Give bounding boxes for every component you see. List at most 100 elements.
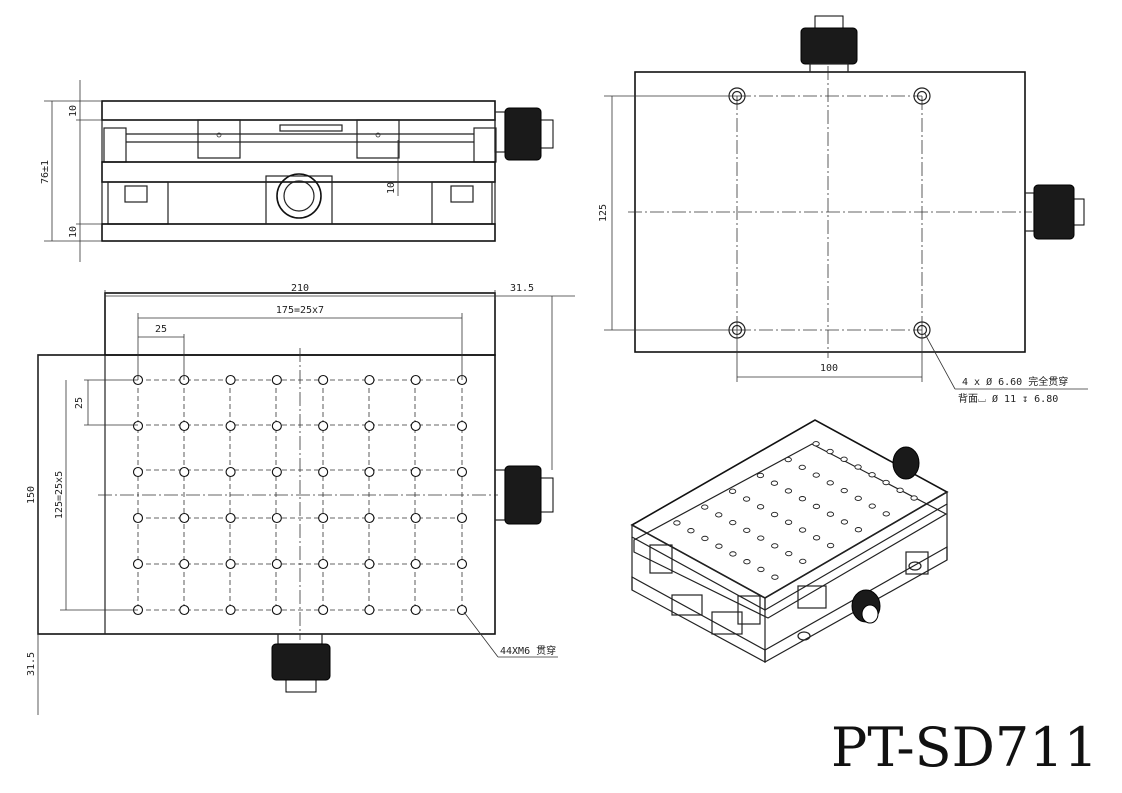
iso-hole — [743, 559, 751, 565]
iso-hole — [812, 441, 820, 447]
iso-hole — [701, 504, 709, 510]
bottom-view-top-knob-icon — [800, 15, 858, 73]
bottom-view: 125 100 4 x Ø 6.60 完全贯穿 背面⌴ Ø 11 ↧ 6.80 — [598, 15, 1088, 405]
iso-knob-front-icon — [851, 589, 881, 624]
bottom-dim-width: 100 — [820, 363, 838, 374]
mounting-hole — [271, 466, 282, 478]
iso-hole — [743, 527, 751, 534]
side-knob-icon — [494, 107, 554, 161]
mounting-hole — [318, 558, 329, 570]
mounting-hole — [225, 374, 236, 386]
mounting-hole — [179, 604, 190, 616]
iso-hole — [784, 488, 793, 494]
mounting-hole — [179, 420, 190, 432]
iso-hole — [757, 566, 765, 573]
iso-hole — [910, 495, 918, 501]
top-dim-hole-span: 175=25x7 — [276, 305, 324, 316]
bottom-view-right-knob-icon — [1024, 184, 1085, 240]
bottom-hole-note-2: 背面⌴ Ø 11 ↧ 6.80 — [958, 392, 1058, 405]
iso-hole — [798, 527, 807, 533]
iso-hole — [756, 504, 765, 510]
iso-hole — [784, 456, 792, 463]
mounting-hole — [364, 604, 375, 616]
top-dim-offset-bottom: 31.5 — [26, 652, 37, 676]
mounting-hole — [271, 604, 282, 616]
mounting-hole — [179, 512, 190, 524]
mounting-hole — [271, 512, 282, 524]
hole-grid — [137, 379, 463, 611]
iso-hole — [812, 535, 821, 541]
mounting-hole — [132, 512, 144, 524]
mounting-hole — [271, 558, 282, 570]
iso-hole — [826, 448, 834, 455]
side-view: 10 76±1 10 10 — [40, 80, 554, 262]
mounting-hole — [179, 558, 190, 570]
mounting-hole — [225, 604, 236, 616]
iso-hole — [896, 487, 904, 493]
mounting-hole — [410, 512, 421, 524]
iso-hole — [742, 496, 751, 502]
iso-hole — [854, 527, 863, 533]
iso-hole — [882, 479, 890, 486]
bottom-hole-note-1: 4 x Ø 6.60 完全贯穿 — [962, 375, 1068, 388]
counterbore-holes — [728, 87, 931, 339]
mounting-hole — [410, 374, 421, 386]
top-dim-hole-span-y: 125=25x5 — [54, 471, 65, 519]
mounting-hole — [410, 558, 421, 570]
top-dim-pitch-y: 25 — [74, 397, 85, 409]
iso-holes — [673, 441, 918, 580]
iso-hole — [826, 511, 835, 517]
iso-hole — [868, 472, 876, 478]
iso-hole — [798, 496, 807, 502]
iso-hole — [868, 503, 876, 509]
top-dim-width: 210 — [291, 283, 309, 294]
iso-hole — [812, 503, 821, 510]
top-dim-pitch-x: 25 — [155, 324, 167, 335]
side-dim-bottom: 10 — [68, 226, 79, 238]
mounting-hole — [225, 420, 236, 432]
mounting-hole — [456, 466, 468, 478]
iso-hole — [784, 519, 793, 525]
iso-hole — [673, 520, 681, 526]
iso-hole — [812, 472, 820, 478]
iso-hole — [840, 487, 848, 494]
iso-hole — [715, 543, 723, 549]
iso-hole — [701, 535, 709, 542]
isometric-view — [630, 419, 949, 664]
mounting-hole — [132, 558, 144, 570]
top-view-bottom-knob-icon — [271, 633, 331, 693]
iso-hole — [757, 535, 765, 541]
iso-hole — [826, 480, 834, 486]
mounting-hole — [456, 512, 468, 524]
top-dim-offset: 31.5 — [510, 283, 534, 294]
iso-hole — [771, 574, 779, 580]
iso-hole — [840, 456, 848, 462]
iso-hole — [770, 511, 779, 518]
iso-hole — [840, 519, 849, 525]
iso-hole — [770, 480, 779, 486]
mounting-hole — [132, 466, 144, 478]
mounting-hole — [410, 466, 421, 478]
mounting-hole — [318, 466, 329, 478]
mounting-hole — [225, 512, 236, 524]
mounting-hole — [225, 558, 236, 570]
mounting-hole — [364, 466, 375, 478]
side-dim-height: 76±1 — [40, 160, 51, 184]
mounting-hole — [410, 604, 421, 616]
mounting-hole — [364, 374, 375, 386]
mounting-hole — [318, 420, 329, 432]
iso-hole — [728, 488, 737, 494]
mounting-hole — [179, 466, 190, 478]
mounting-hole — [318, 512, 329, 524]
iso-hole — [854, 495, 862, 502]
model-title: PT-SD711 — [831, 716, 1098, 779]
bottom-dim-height: 125 — [598, 204, 609, 222]
iso-hole — [799, 558, 807, 565]
mounting-hole — [410, 420, 421, 432]
iso-hole — [687, 528, 695, 534]
mounting-hole — [364, 512, 375, 524]
iso-hole — [798, 464, 806, 471]
iso-hole — [826, 542, 835, 549]
top-view: 210 31.5 175=25x7 25 25 125=25x5 150 31.… — [26, 283, 575, 715]
